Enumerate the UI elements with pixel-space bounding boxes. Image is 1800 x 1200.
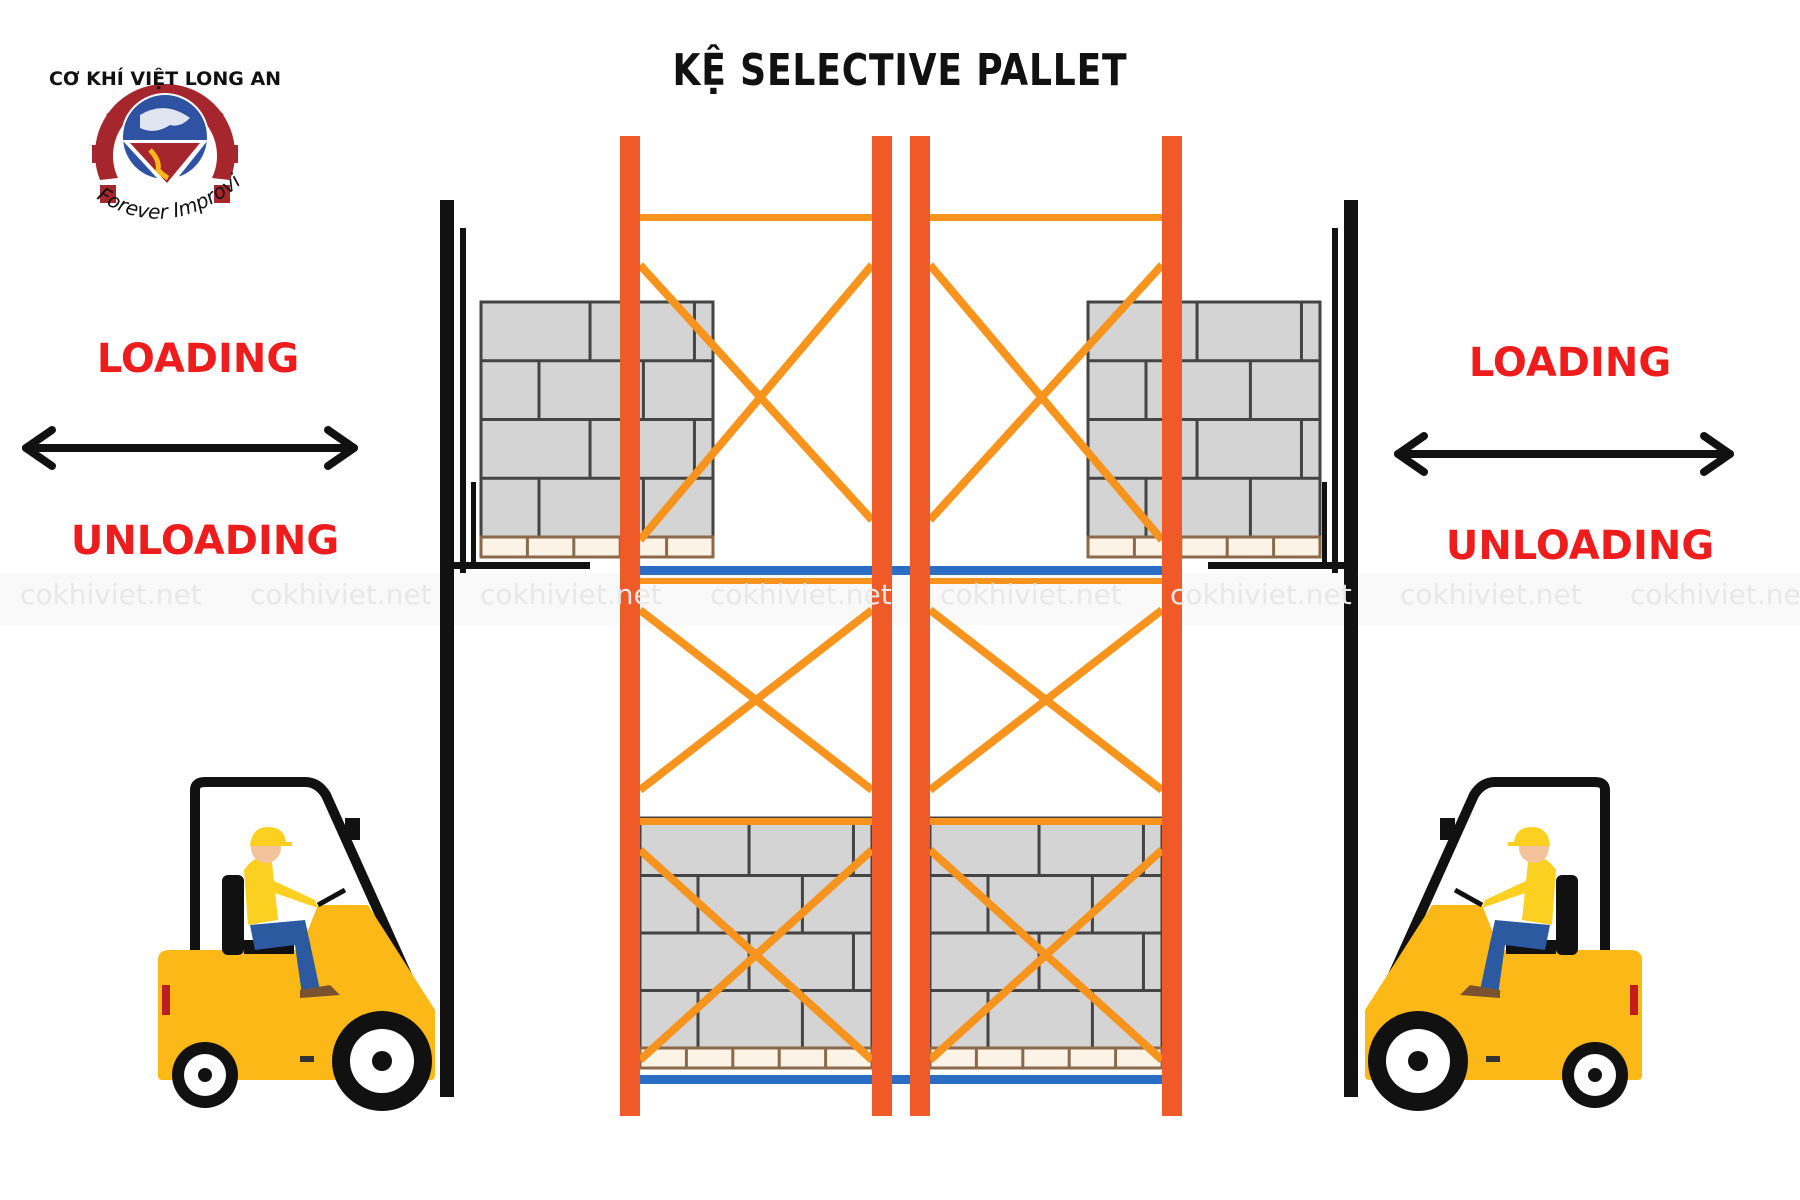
- left-forklift-mast: [440, 200, 590, 1097]
- left-loading-label: LOADING: [96, 336, 300, 382]
- right-unloading-label: UNLOADING: [1445, 523, 1715, 569]
- watermark-text: cokhiviet.net: [1630, 578, 1800, 611]
- pallet-load-upper-right: [1086, 300, 1322, 559]
- watermark-text: cokhiviet.net: [940, 578, 1122, 611]
- pallet-loads: [479, 300, 1322, 1070]
- right-loading-label: LOADING: [1468, 340, 1672, 386]
- right-forklift-mast: [1208, 200, 1358, 1097]
- watermark-text: cokhiviet.net: [710, 578, 892, 611]
- left-forklift: [158, 777, 435, 1111]
- page-title: KỆ SELECTIVE PALLET: [672, 45, 1128, 96]
- left-double-headed-arrow-icon: [22, 426, 358, 470]
- watermark-text: cokhiviet.net: [1400, 578, 1582, 611]
- right-double-headed-arrow-icon: [1394, 432, 1734, 476]
- watermark-strip: [0, 573, 1800, 625]
- pallet-load-lower-right: [928, 816, 1164, 1070]
- watermark-text: cokhiviet.net: [250, 578, 432, 611]
- company-logo: Forever Improving: [0, 0, 245, 224]
- watermark-text: cokhiviet.net: [480, 578, 662, 611]
- watermark-text: cokhiviet.net: [1170, 578, 1352, 611]
- brand-name: CƠ KHÍ VIỆT LONG AN: [48, 68, 282, 90]
- right-forklift: [1365, 777, 1642, 1111]
- left-unloading-label: UNLOADING: [70, 518, 340, 564]
- selective-pallet-rack: [620, 136, 1182, 1116]
- watermark-text: cokhiviet.net: [20, 578, 202, 611]
- pallet-load-upper-left: [479, 300, 715, 559]
